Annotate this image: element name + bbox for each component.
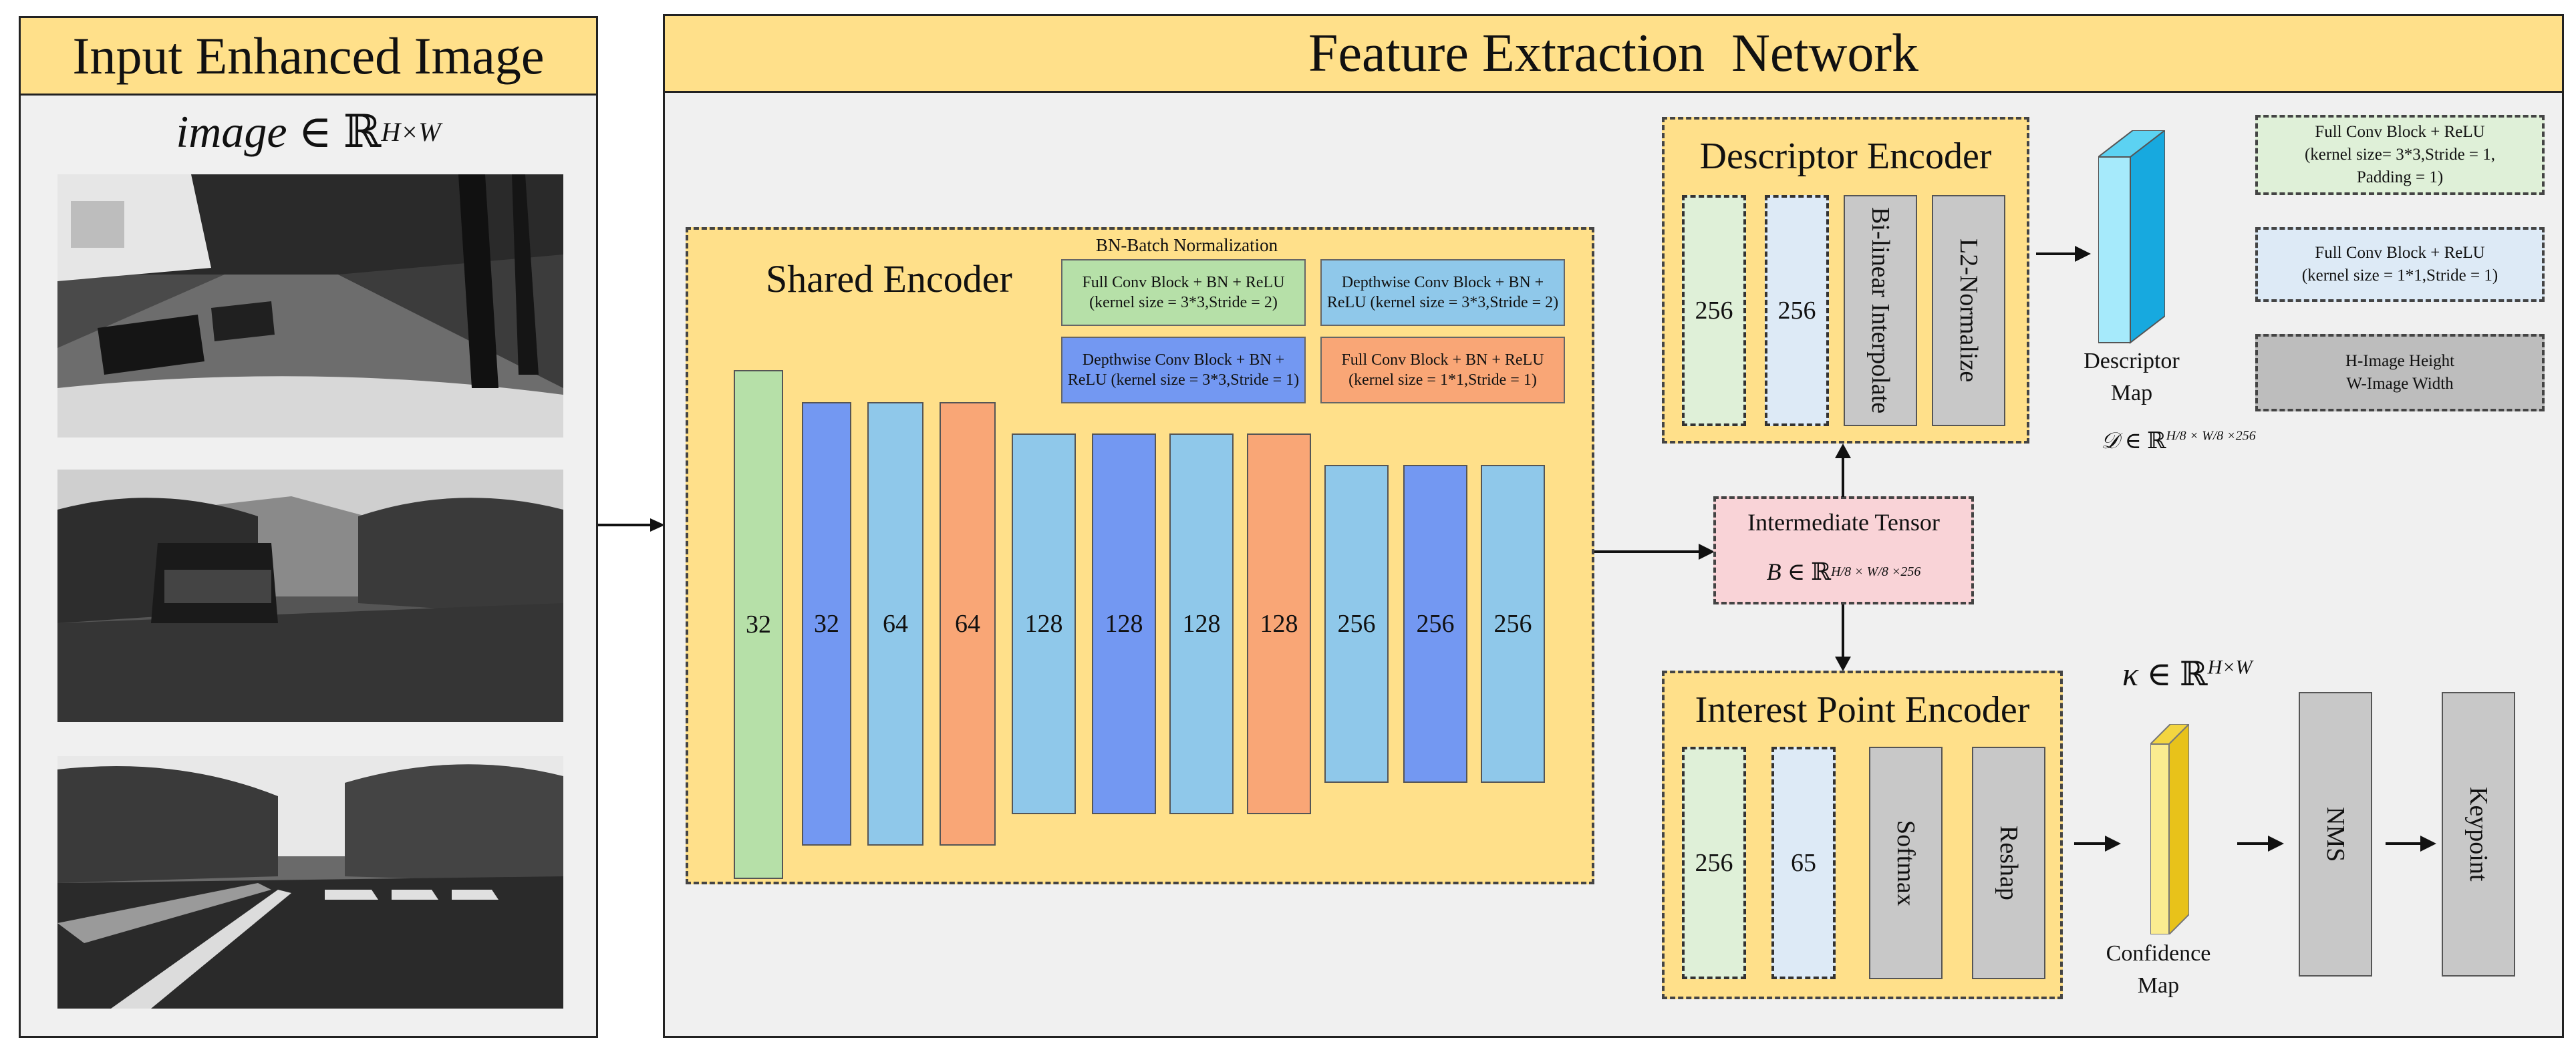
input-photo-suv-road xyxy=(57,470,563,722)
encoder-layer-bar: 32 xyxy=(734,370,783,879)
encoder-layer-channels: 32 xyxy=(814,610,839,638)
descriptor-block-256-a: 256 xyxy=(1682,195,1746,426)
input-photo-road-cars xyxy=(57,174,563,437)
l2-normalize-block: L2-Normalize xyxy=(1932,195,2005,426)
encoder-layer-bar: 64 xyxy=(867,402,923,846)
interest-block-256: 256 xyxy=(1682,747,1746,979)
bn-caption: BN-Batch Normalization xyxy=(1095,234,1278,255)
descriptor-map-formula: 𝒟 ∈ ℝH/8 × W/8 ×256 xyxy=(2101,428,2256,454)
input-photo-crosswalk-street xyxy=(57,756,563,1009)
shared-encoder-legend-item: Depthwise Conv Block + BN + ReLU (kernel… xyxy=(1320,259,1565,326)
bilinear-interpolate-block: Bi-linear Interpolate xyxy=(1844,195,1917,426)
encoder-layer-channels: 256 xyxy=(1337,610,1376,638)
encoder-layer-channels: 128 xyxy=(1182,610,1221,638)
keypoint-block: Keypoint xyxy=(2442,692,2515,977)
legend-full-conv-3x3: Full Conv Block + ReLU (kernel size= 3*3… xyxy=(2255,115,2545,195)
encoder-layer-channels: 64 xyxy=(883,610,908,638)
shared-encoder-legend-item: Full Conv Block + BN + ReLU (kernel size… xyxy=(1061,259,1306,326)
intermediate-title: Intermediate Tensor xyxy=(1747,509,1940,536)
encoder-layer-bar: 256 xyxy=(1403,465,1467,783)
encoder-layer-channels: 32 xyxy=(746,610,771,639)
encoder-layer-bar: 32 xyxy=(802,402,851,846)
confidence-map-label: Confidence Map xyxy=(2106,941,2211,998)
nms-block: NMS xyxy=(2299,692,2372,977)
shared-encoder-legend-item: Full Conv Block + BN + ReLU (kernel size… xyxy=(1320,337,1565,403)
encoder-layer-channels: 128 xyxy=(1105,610,1143,638)
descriptor-block-256-b: 256 xyxy=(1765,195,1829,426)
legend-full-conv-1x1: Full Conv Block + ReLU (kernel size = 1*… xyxy=(2255,227,2545,302)
arrow-input-to-network xyxy=(598,518,665,532)
encoder-layer-channels: 128 xyxy=(1024,610,1063,638)
encoder-layer-bar: 64 xyxy=(940,402,996,846)
reshape-block: Reshap xyxy=(1972,747,2045,979)
interest-block-65: 65 xyxy=(1771,747,1836,979)
encoder-layer-channels: 128 xyxy=(1260,610,1298,638)
softmax-block: Softmax xyxy=(1869,747,1943,979)
encoder-layer-channels: 256 xyxy=(1416,610,1455,638)
descriptor-encoder-title: Descriptor Encoder xyxy=(1699,136,1992,177)
input-panel-title-band: Input Enhanced Image xyxy=(21,18,596,96)
network-title-band: Feature Extraction Network xyxy=(665,16,2562,93)
shared-encoder-legend-item: Depthwise Conv Block + BN + ReLU (kernel… xyxy=(1061,337,1306,403)
encoder-layer-bar: 256 xyxy=(1324,465,1389,783)
encoder-layer-bar: 256 xyxy=(1481,465,1545,783)
descriptor-map-label: Descriptor Map xyxy=(2084,349,2180,405)
interest-point-encoder: Interest Point Encoder 256 65 Softmax Re… xyxy=(1662,671,2063,999)
legend-hw: H-Image Height W-Image Width xyxy=(2255,334,2545,411)
confidence-formula: κ ∈ ℝH×W xyxy=(2122,655,2253,693)
shared-encoder-title: Shared Encoder xyxy=(766,257,1012,301)
encoder-layer-bar: 128 xyxy=(1012,433,1076,814)
arrow-intermediate-to-descriptor xyxy=(1835,444,1851,497)
descriptor-map-cube xyxy=(2096,128,2167,345)
arrow-intermediate-to-interest xyxy=(1835,604,1851,671)
encoder-layer-channels: 64 xyxy=(955,610,980,638)
interest-encoder-title: Interest Point Encoder xyxy=(1695,689,2030,731)
encoder-layer-bar: 128 xyxy=(1247,433,1311,814)
encoder-layer-channels: 256 xyxy=(1493,610,1532,638)
encoder-layer-bar: 128 xyxy=(1169,433,1234,814)
descriptor-encoder: Descriptor Encoder 256 256 Bi-linear Int… xyxy=(1662,117,2029,444)
network-title: Feature Extraction Network xyxy=(1308,23,1918,83)
shared-encoder: Shared Encoder BN-Batch Normalization Fu… xyxy=(686,227,1594,884)
input-panel-title: Input Enhanced Image xyxy=(72,26,545,85)
confidence-map-block xyxy=(2148,722,2191,936)
encoder-layer-bar: 128 xyxy=(1092,433,1156,814)
